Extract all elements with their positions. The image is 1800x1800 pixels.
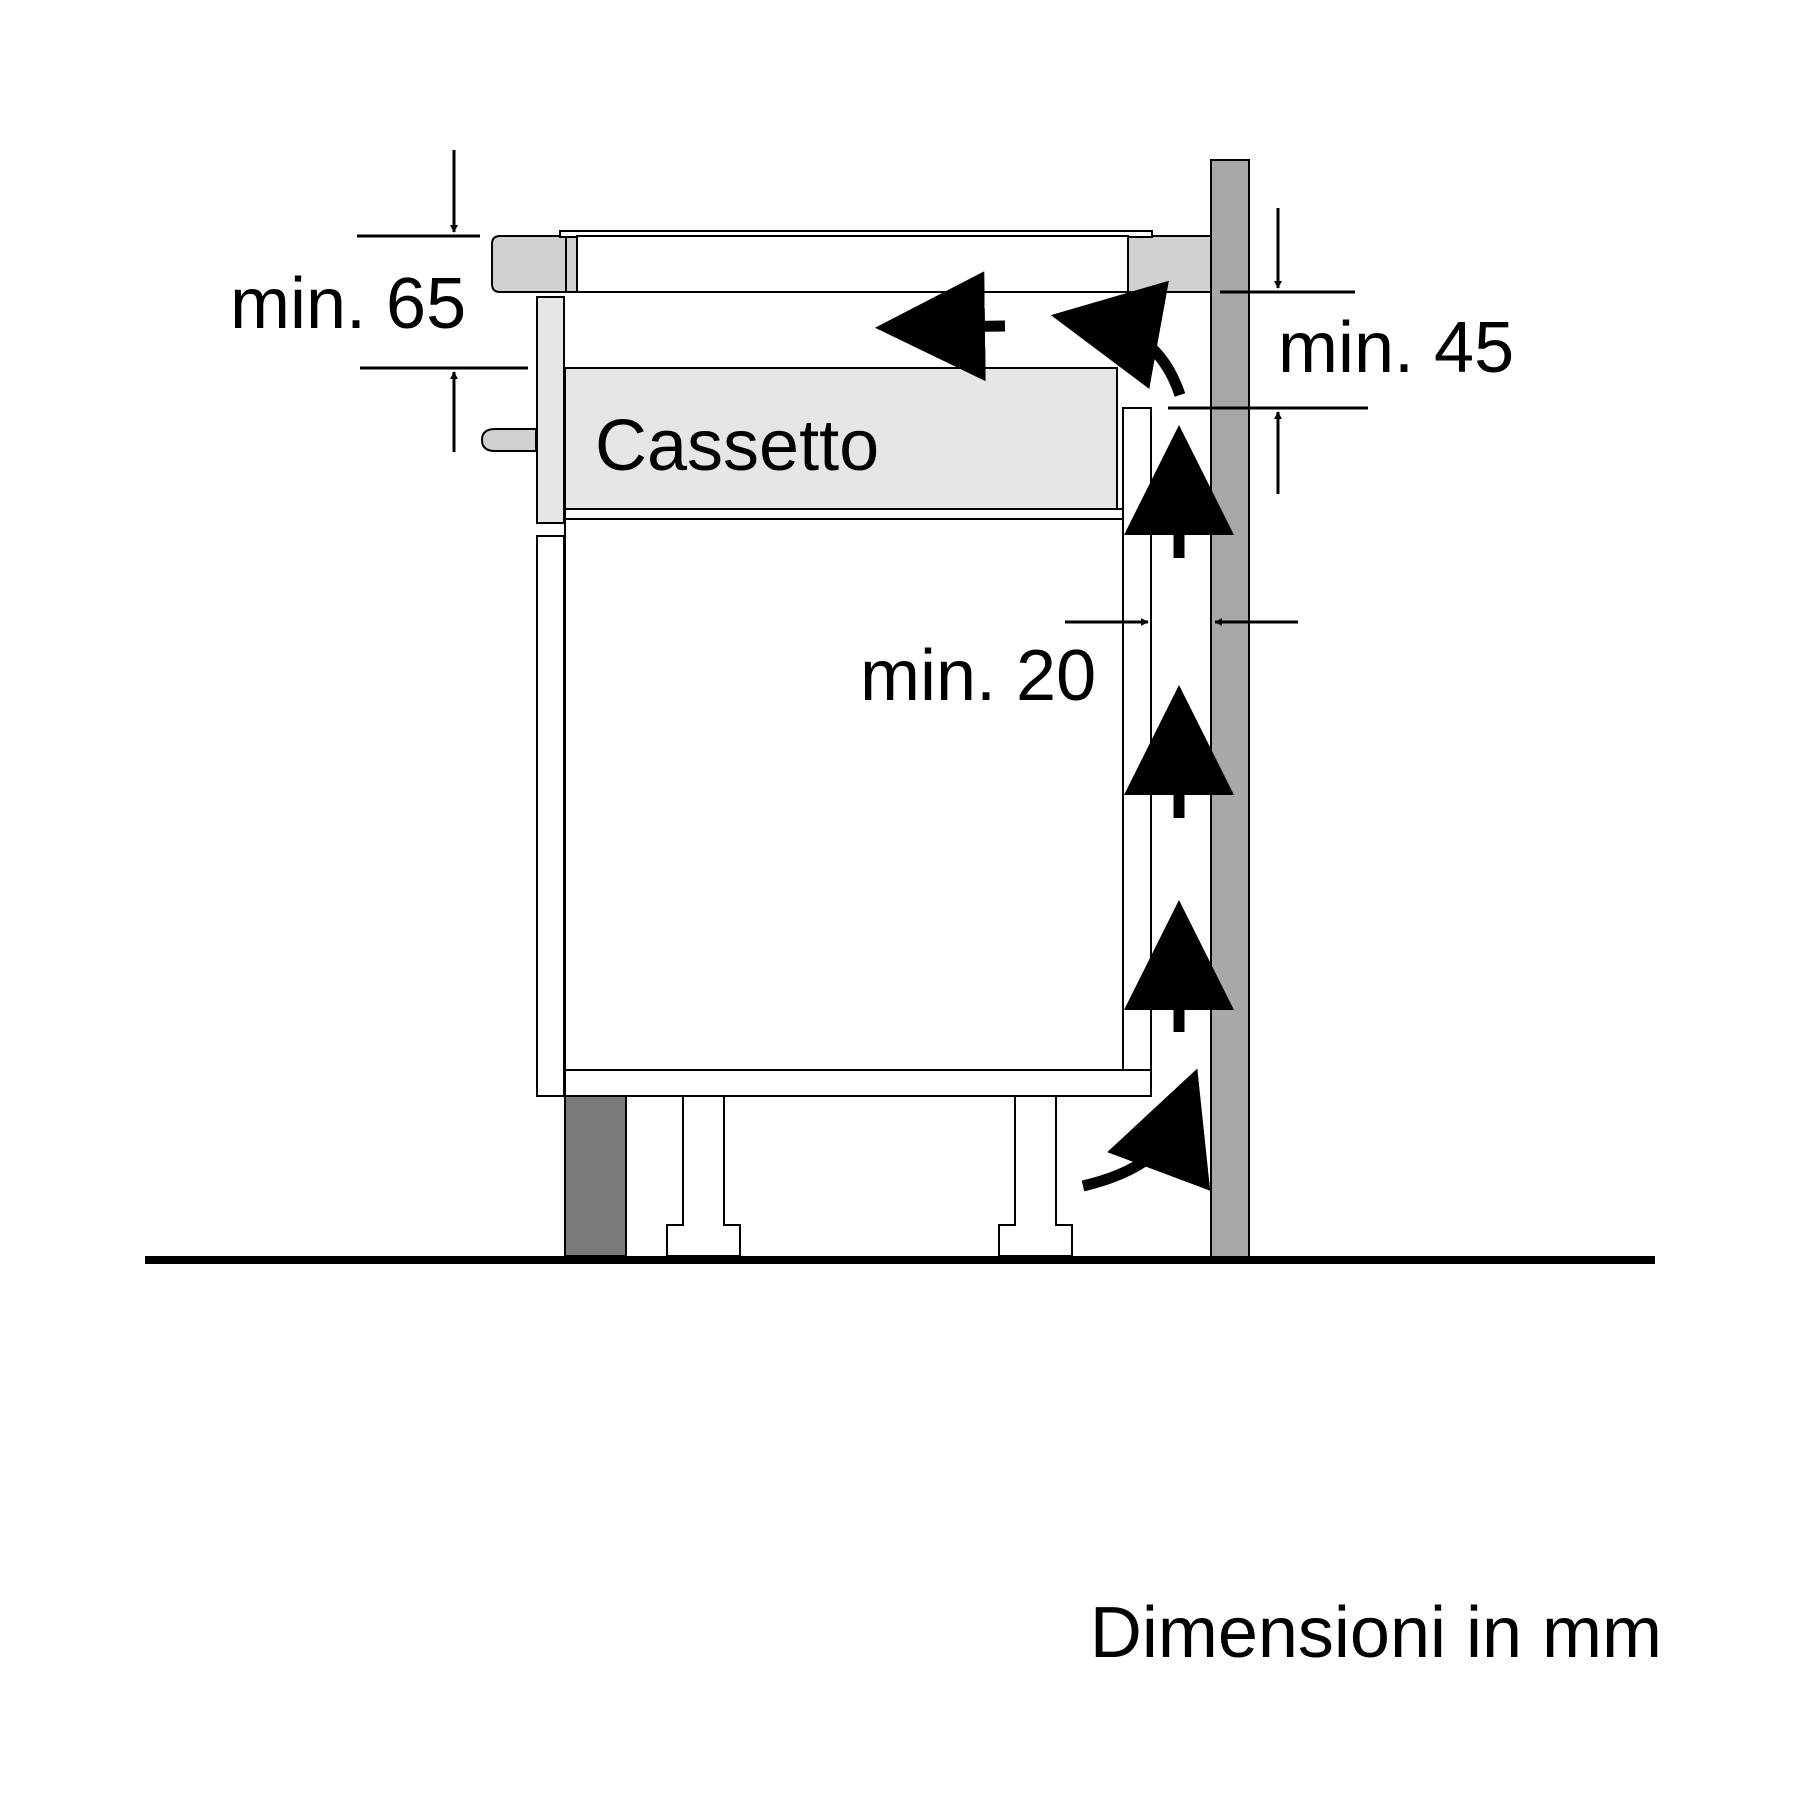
cabinet-bottom [564,1069,1152,1097]
cabinet-leg-left [666,1095,741,1257]
cabinet-leg-right [998,1095,1073,1257]
drawer-box [564,367,1118,510]
worktop-right-piece [1127,235,1212,293]
drawer-label: Cassetto [595,406,879,486]
airflow-arrow-icon-top-left [875,271,1006,382]
dim-45-label: min. 45 [1278,308,1514,388]
floor-line [145,1256,1655,1264]
dim-65-label: min. 65 [230,264,466,344]
units-note: Dimensioni in mm [1090,1593,1662,1673]
airflow-arrow-icon-curve-top [1050,280,1186,397]
back-wall [1210,159,1250,1258]
dim-20-label: min. 20 [860,636,1096,716]
front-panel-lower [536,535,565,1097]
drawer-shelf [564,508,1124,520]
airflow-arrow-icon-curve-bottom [1081,1068,1211,1192]
front-panel-upper [536,296,565,524]
hob-body [576,235,1129,293]
drawer-handle [480,428,537,452]
worktop [491,235,578,293]
plinth [564,1095,627,1257]
cabinet-back-panel [1122,407,1152,1071]
